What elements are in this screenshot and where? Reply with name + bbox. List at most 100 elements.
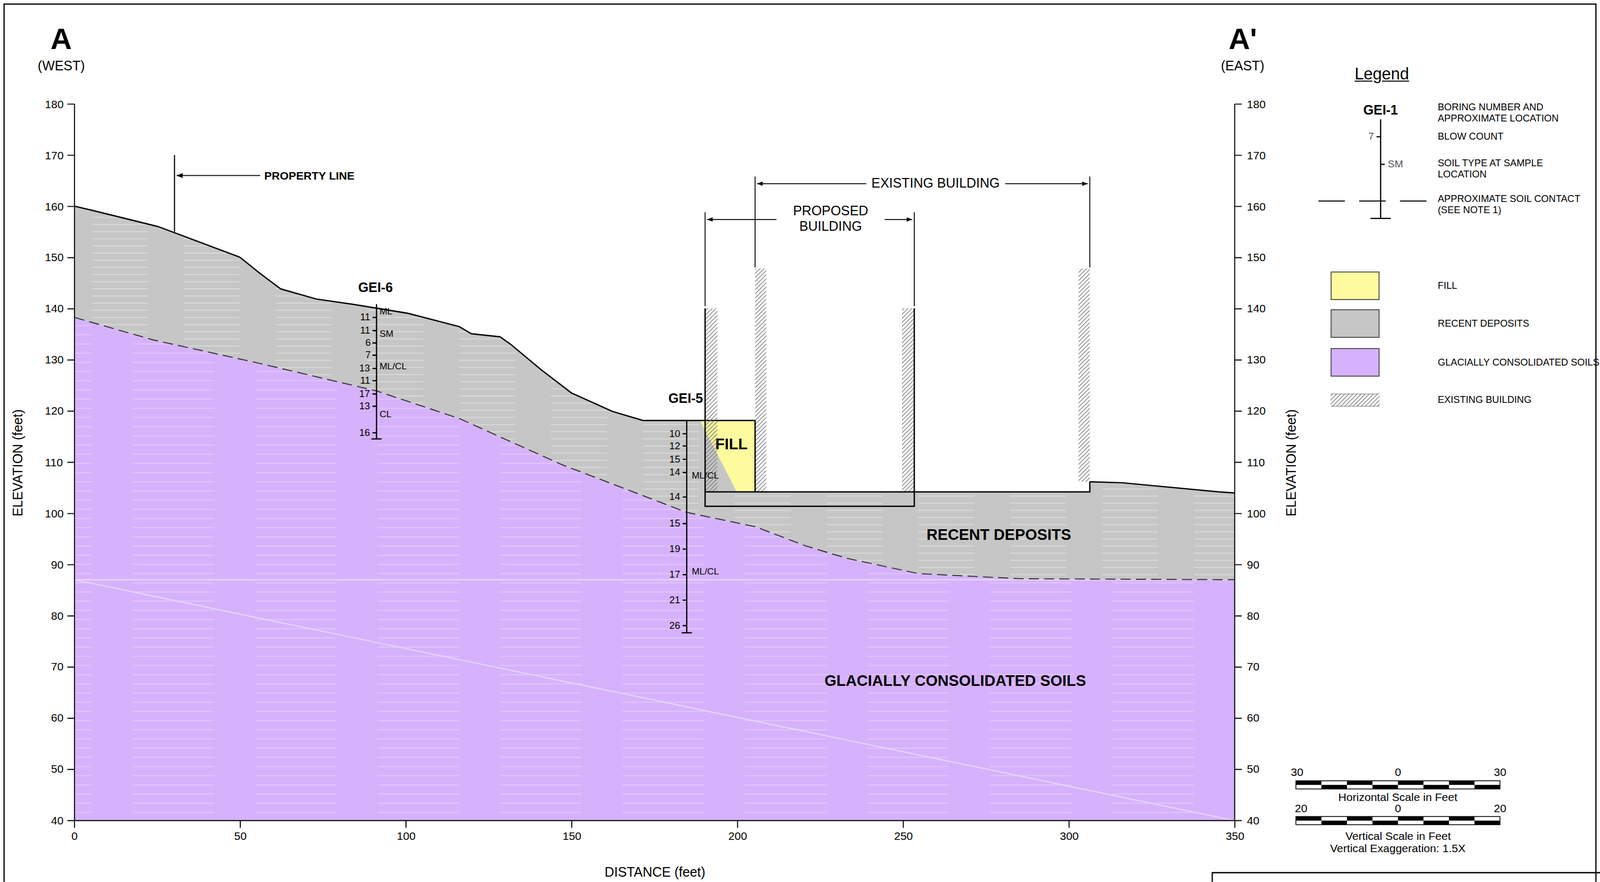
- callout: PROPERTY LINE: [264, 168, 355, 182]
- tick-label: 170: [1246, 148, 1266, 162]
- soil-type: SM: [379, 328, 394, 340]
- direction-label: (EAST): [1221, 58, 1265, 75]
- scale-label: 20: [1294, 801, 1307, 815]
- tick-label: 180: [44, 97, 64, 111]
- scale-label: 30: [1290, 764, 1304, 778]
- soil-region-label: GLACIALLY CONSOLIDATED SOILS: [824, 670, 1086, 689]
- blow-count: 17: [669, 569, 680, 581]
- soil-region-label: RECENT DEPOSITS: [926, 524, 1071, 543]
- blow-count: 11: [360, 375, 371, 387]
- tick-label: 40: [1246, 813, 1260, 827]
- region-name: RECENT DEPOSITS: [926, 524, 1071, 543]
- tick-label: 60: [51, 711, 64, 725]
- tick-label: 90: [51, 557, 64, 571]
- tick-label: 80: [51, 608, 64, 622]
- axis-ticks: [67, 103, 1242, 828]
- axis-title: DISTANCE (feet): [604, 864, 706, 881]
- legend-text: GLACIALLY CONSOLIDATED SOILS: [1437, 356, 1599, 368]
- tick-label: 40: [51, 813, 64, 827]
- tick-label: 120: [1246, 404, 1266, 418]
- soil-type: CL: [379, 409, 392, 420]
- blow-count: 6: [365, 337, 371, 349]
- legend-text: APPROXIMATE SOIL CONTACT (SEE NOTE 1): [1437, 193, 1591, 217]
- boring-label: GEI-6: [358, 280, 393, 296]
- tick-label: 120: [44, 404, 64, 418]
- tick-label: 50: [1246, 762, 1260, 776]
- tick-label: 140: [1246, 302, 1266, 315]
- tick-label: 160: [44, 199, 64, 213]
- legend-text: FILL: [1437, 280, 1457, 292]
- dimension-label: EXISTING BUILDING: [866, 175, 1005, 192]
- tick-label: 180: [1246, 97, 1266, 111]
- tick-label: 90: [1246, 557, 1260, 571]
- scale-label: 30: [1493, 764, 1507, 778]
- tick-label: 250: [894, 829, 913, 842]
- tick-label: 70: [1246, 660, 1260, 673]
- legend-text: RECENT DEPOSITS: [1437, 318, 1530, 330]
- tick-label: 130: [1246, 353, 1266, 367]
- blow-count: 21: [669, 594, 680, 606]
- tick-label: 60: [1246, 711, 1260, 725]
- section-letter: A': [1228, 21, 1257, 56]
- legend-text: BORING NUMBER AND APPROXIMATE LOCATION: [1437, 102, 1565, 125]
- legend-swatch: [1330, 347, 1380, 377]
- tick-label: 150: [44, 250, 64, 264]
- blow-count: 14: [669, 491, 680, 503]
- tick-label: 70: [51, 660, 64, 673]
- scale-label: 20: [1493, 801, 1507, 815]
- axis-title: ELEVATION (feet): [1284, 408, 1300, 516]
- tick-label: 100: [396, 829, 416, 842]
- blow-count: 12: [669, 440, 680, 452]
- tick-label: 100: [1246, 506, 1266, 520]
- soil-type: ML/CL: [691, 470, 719, 482]
- legend-text: EXISTING BUILDING: [1437, 394, 1532, 406]
- tick-label: 100: [44, 506, 64, 520]
- region-name: GLACIALLY CONSOLIDATED SOILS: [824, 670, 1086, 689]
- soil-type: ML: [379, 306, 393, 318]
- scale-label: Vertical Scale in Feet: [1345, 829, 1451, 842]
- blow-count: 15: [669, 517, 680, 530]
- direction-label: (WEST): [37, 58, 86, 75]
- soil-type: ML/CL: [691, 566, 719, 578]
- tick-label: 350: [1225, 829, 1245, 842]
- tick-label: 50: [233, 829, 247, 842]
- blow-count: 11: [360, 311, 371, 323]
- blow-count: 13: [359, 400, 370, 412]
- tick-label: 0: [71, 829, 78, 842]
- legend-swatch: [1330, 309, 1380, 338]
- tick-label: 110: [44, 455, 63, 469]
- legend-text: BLOW COUNT: [1437, 131, 1504, 143]
- blow-count: 7: [365, 349, 371, 361]
- section-letter: A: [50, 21, 72, 56]
- scale-label: 0: [1394, 764, 1402, 778]
- tick-label: 160: [1246, 199, 1266, 213]
- tick-label: 50: [51, 762, 64, 776]
- blow-count: 13: [359, 362, 370, 375]
- tick-label: 170: [44, 148, 64, 162]
- legend-sample: 7: [1368, 130, 1375, 143]
- soil-type: ML/CL: [379, 361, 407, 372]
- blow-count: 17: [359, 388, 370, 400]
- tick-label: 200: [728, 829, 747, 842]
- region-name: FILL: [715, 434, 749, 452]
- scale-label: 0: [1394, 801, 1402, 815]
- tick-label: 150: [1246, 250, 1266, 264]
- soil-region-label: FILL: [715, 434, 749, 452]
- tick-label: 110: [1246, 455, 1265, 469]
- blow-count: 11: [360, 325, 371, 337]
- tick-label: 130: [44, 353, 64, 367]
- legend-title: Legend: [1354, 65, 1409, 85]
- legend-sample: SM: [1387, 158, 1404, 170]
- scale-label: Horizontal Scale in Feet: [1338, 790, 1458, 803]
- blow-count: 19: [669, 543, 680, 555]
- scale-label: Vertical Exaggeration: 1.5X: [1329, 841, 1466, 855]
- tick-label: 140: [44, 302, 64, 315]
- legend-sample: GEI-1: [1363, 102, 1399, 118]
- tick-label: 300: [1059, 829, 1079, 842]
- boring-label: GEI-5: [668, 391, 703, 407]
- axis-title: ELEVATION (feet): [10, 408, 27, 516]
- blow-count: 10: [669, 427, 680, 440]
- dimension-label: PROPOSED BUILDING: [776, 204, 885, 235]
